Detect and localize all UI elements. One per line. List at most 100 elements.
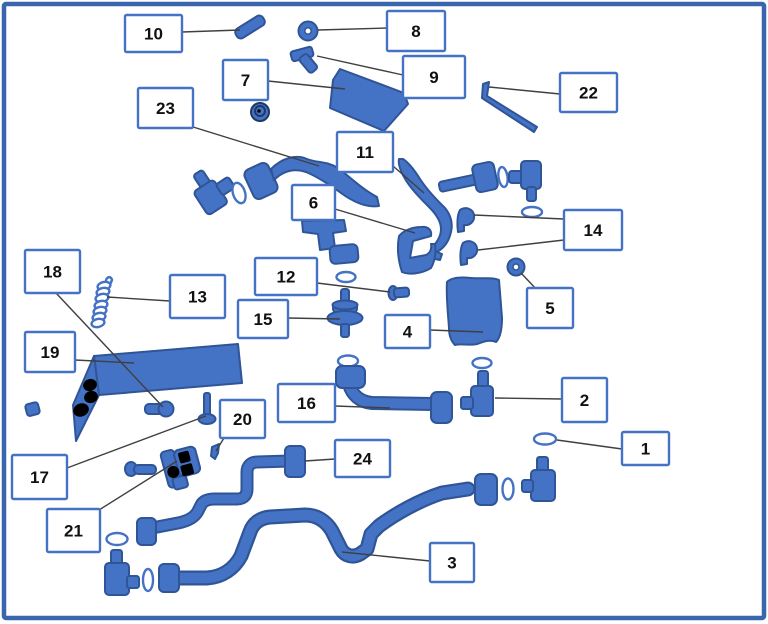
- callout-23: 23: [136, 86, 195, 130]
- leader-line-9: [316, 55, 404, 76]
- callout-label-3: 3: [447, 554, 456, 573]
- callout-9: 9: [401, 54, 467, 100]
- leader-line-20: [215, 437, 225, 452]
- callout-3: 3: [428, 541, 476, 584]
- leader-line-8: [317, 27, 388, 31]
- callout-label-6: 6: [309, 194, 318, 213]
- oring-bl-vertical: [141, 567, 155, 593]
- callout-13: 13: [168, 273, 227, 320]
- leader-line-12: [316, 282, 391, 293]
- callout-box-19: [23, 330, 77, 374]
- callout-box-17: [10, 453, 69, 501]
- callout-14: 14: [562, 208, 624, 252]
- callout-box-1: [620, 430, 671, 467]
- leader-line-14: [473, 214, 565, 220]
- callout-box-16: [276, 382, 337, 424]
- callout-5: 5: [525, 286, 575, 330]
- leader-line-23: [192, 126, 320, 167]
- callout-box-23: [136, 86, 195, 130]
- leader-line-24: [304, 458, 336, 462]
- leader-line-10: [181, 29, 241, 33]
- part-20-pin: [210, 443, 220, 460]
- callout-22: 22: [558, 71, 619, 114]
- callout-box-7: [221, 58, 270, 102]
- leader-line-19: [74, 359, 135, 364]
- part-19-panel: [72, 343, 243, 442]
- callout-20: 20: [218, 398, 267, 440]
- part-14-clip-b: [459, 240, 479, 266]
- part-2-fitting: [460, 356, 494, 417]
- part-6-bracket: [397, 225, 437, 275]
- callout-label-23: 23: [156, 99, 175, 118]
- part-12-bolt: [387, 285, 411, 301]
- callout-box-6: [290, 183, 337, 222]
- callout-label-19: 19: [41, 343, 60, 362]
- callout-18: 18: [23, 248, 82, 295]
- callout-box-24: [333, 438, 392, 479]
- leader-line-13: [106, 296, 171, 302]
- callout-box-18: [23, 248, 82, 295]
- part-21-bolt: [124, 461, 157, 477]
- oring-3-right: [501, 477, 515, 501]
- callout-16: 16: [276, 382, 337, 424]
- callout-label-7: 7: [241, 71, 250, 90]
- part-14-clip-a: [456, 207, 476, 233]
- leader-lines-layer: [55, 27, 623, 562]
- part-6-pedal: [301, 219, 360, 265]
- oring-bl-horizontal: [105, 531, 129, 547]
- callout-box-21: [45, 507, 102, 554]
- bottom-right-fitting: [521, 456, 556, 502]
- callout-label-13: 13: [188, 288, 207, 307]
- callout-17: 17: [10, 453, 69, 501]
- callout-label-4: 4: [403, 323, 413, 342]
- callout-label-11: 11: [356, 143, 374, 162]
- part-5-washer: [506, 257, 526, 277]
- callout-box-15: [236, 298, 290, 340]
- callout-label-18: 18: [43, 263, 62, 282]
- leader-line-2: [494, 397, 563, 400]
- part-13-spring: [90, 275, 114, 329]
- callout-box-8: [385, 9, 447, 53]
- oring-15: [335, 270, 357, 284]
- callout-19: 19: [23, 330, 77, 374]
- callout-box-22: [558, 71, 619, 114]
- leader-line-11: [392, 165, 425, 194]
- callout-label-20: 20: [233, 410, 252, 429]
- part-24-rod: [136, 445, 306, 546]
- callout-box-13: [168, 273, 227, 320]
- callout-10: 10: [123, 13, 184, 54]
- callout-label-15: 15: [254, 310, 273, 329]
- leader-line-17: [66, 415, 207, 469]
- callout-24: 24: [333, 438, 392, 479]
- callout-label-21: 21: [64, 522, 83, 541]
- part-7-grommet: [250, 102, 270, 122]
- parts-layer: [24, 14, 558, 596]
- part-8-washer: [297, 20, 319, 42]
- callout-box-3: [428, 541, 476, 584]
- callout-4: 4: [383, 313, 432, 350]
- callout-box-12: [253, 256, 319, 297]
- small-clip: [24, 401, 41, 417]
- part-16-assembly: [335, 354, 453, 424]
- callout-1: 1: [620, 430, 671, 467]
- part-9-pushpin: [289, 45, 319, 74]
- leader-line-4: [429, 329, 484, 333]
- callout-label-1: 1: [641, 440, 650, 459]
- callout-6: 6: [290, 183, 337, 222]
- leader-line-14: [477, 239, 565, 251]
- part-17-pin: [197, 392, 217, 425]
- elbow-fitting: [193, 169, 236, 216]
- callout-label-12: 12: [277, 268, 296, 287]
- callout-label-2: 2: [580, 391, 589, 410]
- callout-2: 2: [560, 376, 609, 424]
- part-3-rod: [158, 473, 498, 593]
- part-21-cluster: [159, 445, 202, 491]
- callout-box-14: [562, 208, 624, 252]
- callout-box-4: [383, 313, 432, 350]
- oring-elbow: [231, 181, 247, 205]
- callout-label-9: 9: [429, 68, 438, 87]
- leader-line-15: [287, 317, 341, 320]
